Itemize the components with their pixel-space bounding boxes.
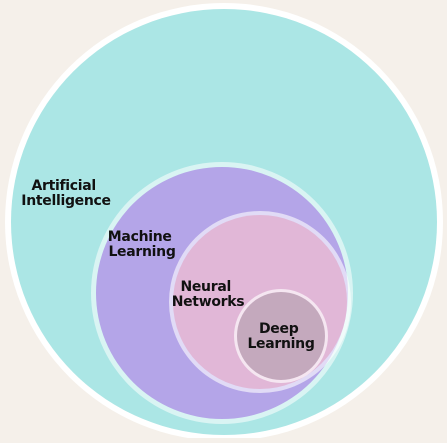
ml-label-line2: Learning <box>108 244 175 260</box>
nn-label-line2: Networks <box>172 294 245 310</box>
dl-label-line2: Learning <box>247 336 314 352</box>
dl-label: Deep Learning <box>247 321 314 352</box>
ml-label: Machine Learning <box>108 229 176 260</box>
ml-label-line1: Machine <box>108 229 172 245</box>
dl-circle <box>237 292 325 380</box>
nn-label: Neural Networks <box>172 279 245 310</box>
ai-label: Artificial Intelligence <box>21 178 110 209</box>
set-deep-learning: Deep Learning <box>234 289 328 383</box>
ai-label-line1: Artificial <box>31 178 95 194</box>
nn-label-line1: Neural <box>180 279 231 295</box>
dl-label-line1: Deep <box>259 321 299 337</box>
ai-label-line2: Intelligence <box>21 193 110 209</box>
